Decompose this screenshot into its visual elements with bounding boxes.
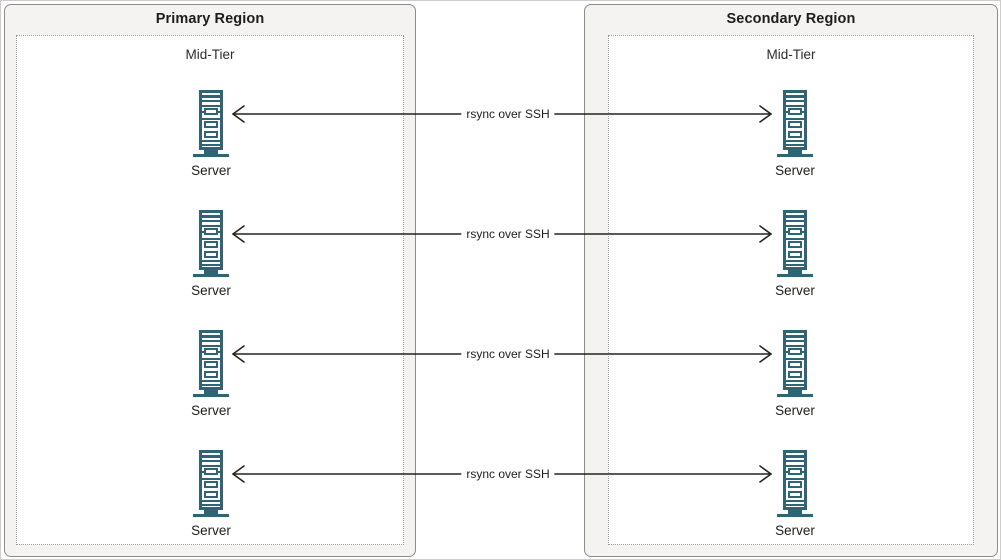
tier-primary-mid-tier: Mid-Tier xyxy=(16,35,404,545)
node-label: Server xyxy=(775,163,815,178)
server-icon xyxy=(151,448,271,522)
node-label: Server xyxy=(191,523,231,538)
tier-secondary-title: Mid-Tier xyxy=(766,47,816,62)
node-primary-server-2[interactable]: Server xyxy=(151,208,271,298)
connector-label-row-2: rsync over SSH xyxy=(461,227,555,241)
node-label: Server xyxy=(775,403,815,418)
node-primary-server-4[interactable]: Server xyxy=(151,448,271,538)
connector-label-row-4: rsync over SSH xyxy=(461,467,555,481)
server-icon xyxy=(735,88,855,162)
node-label: Server xyxy=(775,283,815,298)
region-secondary-title: Secondary Region xyxy=(726,11,856,27)
node-secondary-server-3[interactable]: Server xyxy=(735,328,855,418)
node-secondary-server-1[interactable]: Server xyxy=(735,88,855,178)
node-label: Server xyxy=(191,283,231,298)
server-icon xyxy=(735,208,855,282)
node-primary-server-3[interactable]: Server xyxy=(151,328,271,418)
region-secondary: Secondary Region Mid-Tier xyxy=(584,4,998,557)
connector-label-row-3: rsync over SSH xyxy=(461,347,555,361)
server-icon xyxy=(151,328,271,402)
node-label: Server xyxy=(775,523,815,538)
server-icon xyxy=(735,448,855,522)
node-primary-server-1[interactable]: Server xyxy=(151,88,271,178)
node-label: Server xyxy=(191,403,231,418)
tier-secondary-mid-tier: Mid-Tier xyxy=(608,35,974,545)
node-secondary-server-2[interactable]: Server xyxy=(735,208,855,298)
tier-primary-title: Mid-Tier xyxy=(185,47,235,62)
server-icon xyxy=(735,328,855,402)
region-primary: Primary Region Mid-Tier xyxy=(4,4,416,557)
node-secondary-server-4[interactable]: Server xyxy=(735,448,855,538)
server-icon xyxy=(151,208,271,282)
connector-label-row-1: rsync over SSH xyxy=(461,107,555,121)
server-icon xyxy=(151,88,271,162)
node-label: Server xyxy=(191,163,231,178)
region-primary-title: Primary Region xyxy=(155,11,265,27)
